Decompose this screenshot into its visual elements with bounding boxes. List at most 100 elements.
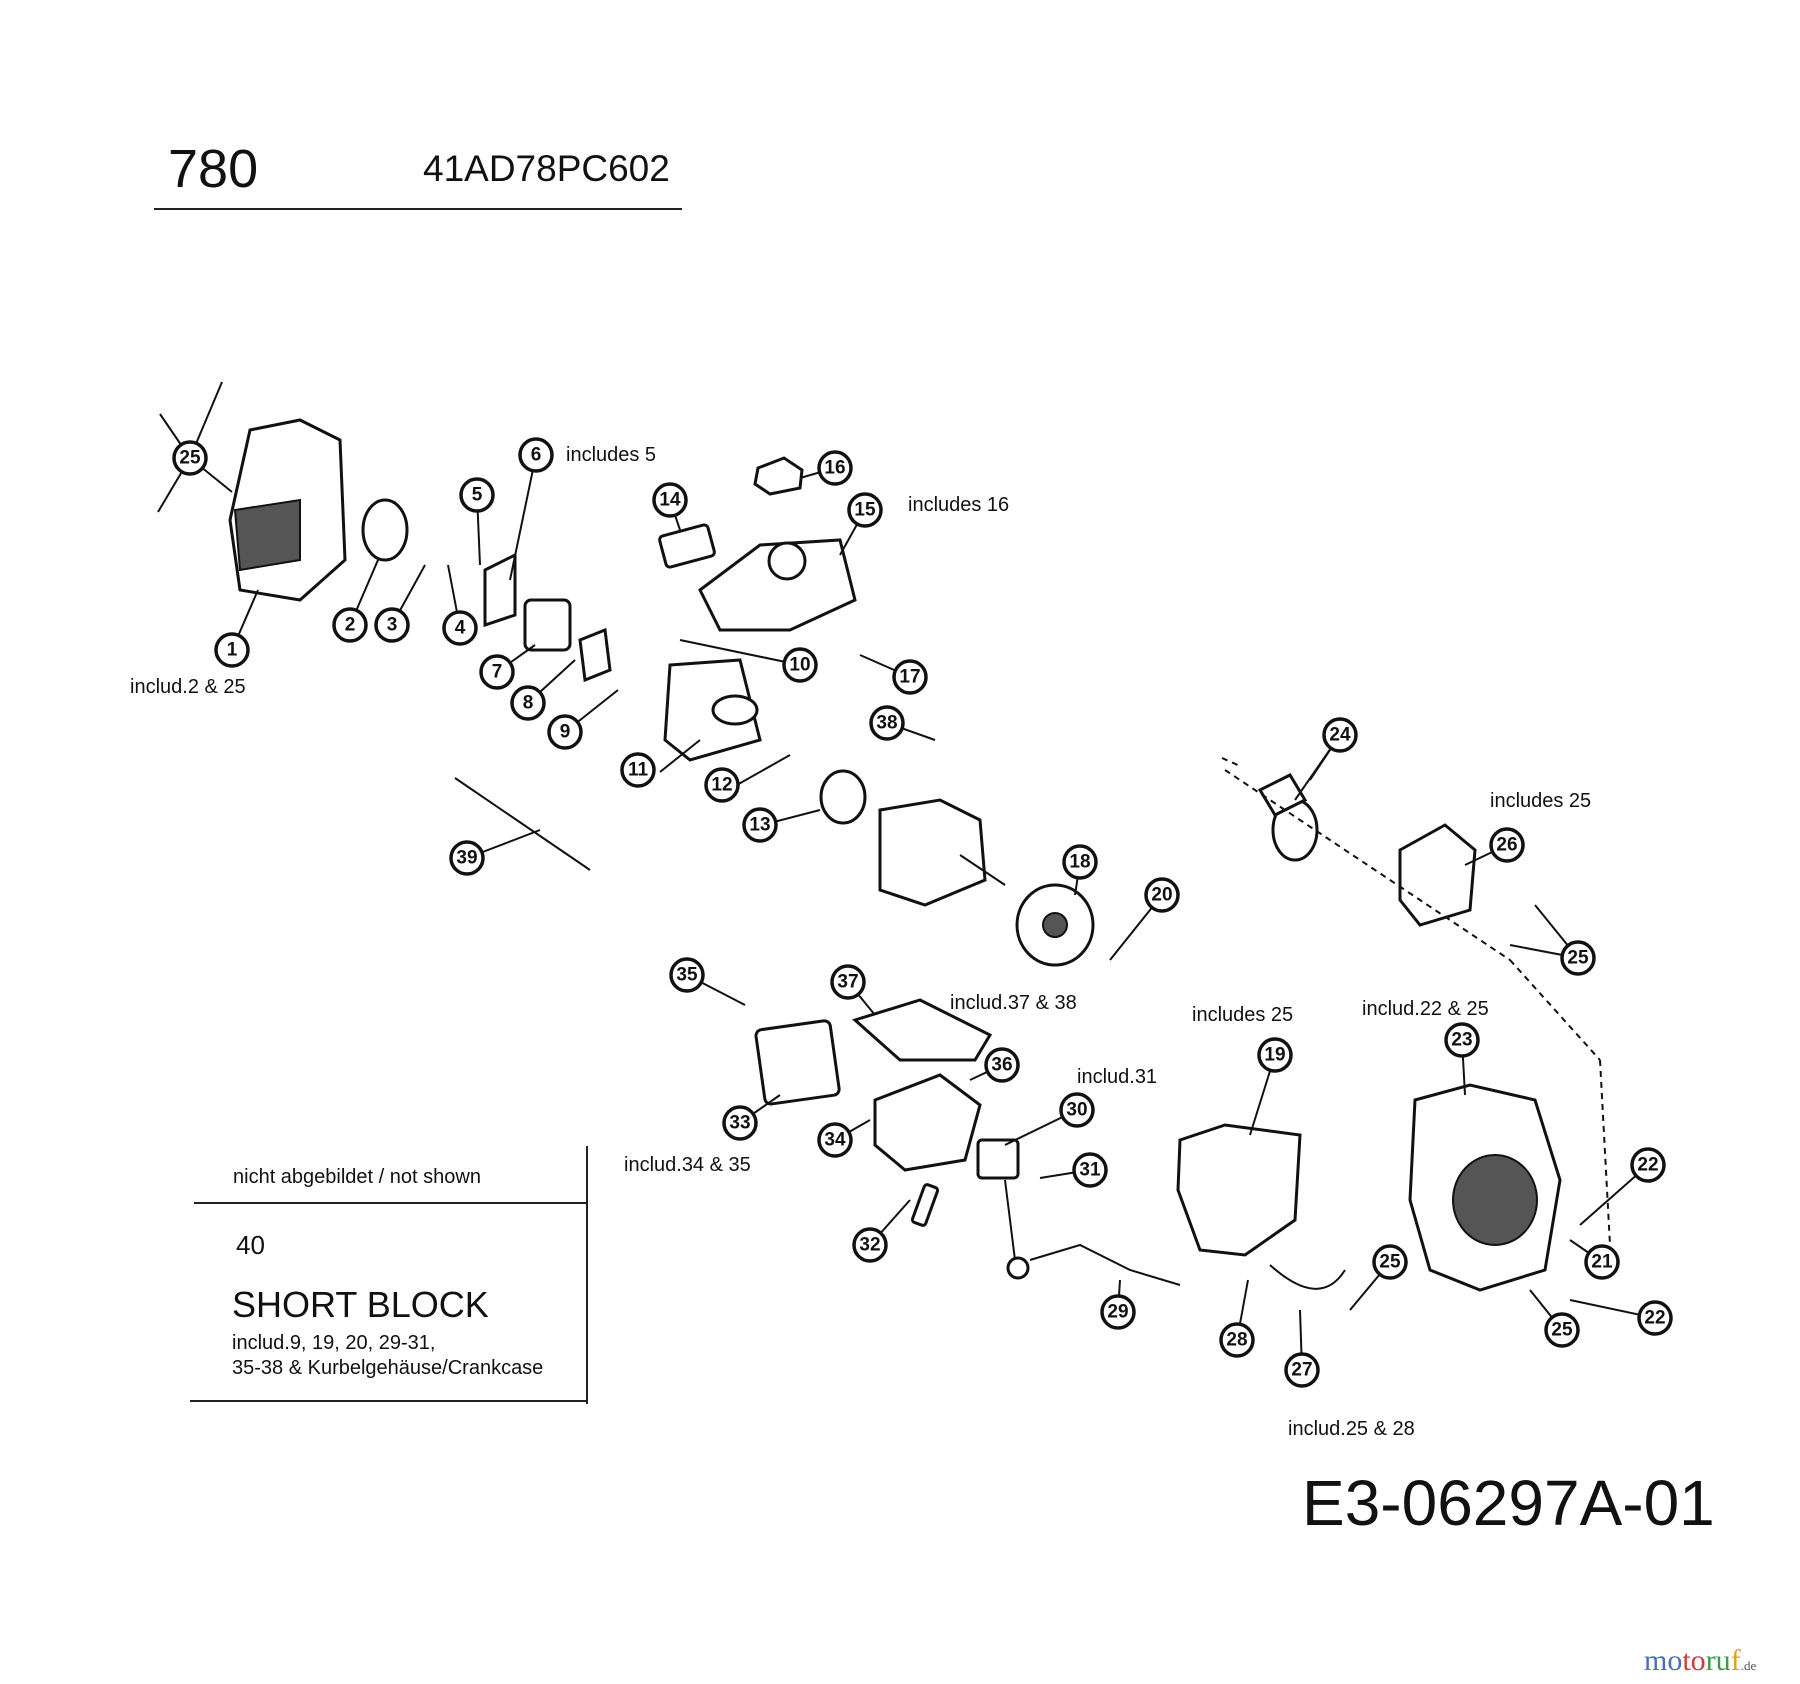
callout-circle <box>847 492 883 528</box>
callout-circle <box>669 957 705 993</box>
callout-circle <box>984 1047 1020 1083</box>
flywheel-shape <box>1015 883 1095 967</box>
callout-label: 21 <box>1591 1252 1613 1273</box>
callout-8: 8 <box>510 685 546 721</box>
callout-circle <box>852 1227 888 1263</box>
callout-label: 34 <box>824 1130 846 1151</box>
callout-circle <box>1560 940 1596 976</box>
callout-label: 6 <box>531 445 542 466</box>
callout-label: 20 <box>1151 885 1172 906</box>
callout-circle <box>704 767 740 803</box>
model-number: 780 <box>168 139 259 199</box>
callout-29: 29 <box>1100 1294 1136 1330</box>
callout-circle <box>892 659 928 695</box>
callout-label: 5 <box>472 485 483 506</box>
starter-housing-shape <box>1408 1083 1562 1292</box>
o-ring-shape <box>819 769 867 825</box>
note-includes-5: includes 5 <box>566 444 657 466</box>
callout-label: 25 <box>179 448 201 469</box>
callout-35: 35 <box>669 957 705 993</box>
callout-36: 36 <box>984 1047 1020 1083</box>
callout-circle <box>1322 717 1358 753</box>
callout-4: 4 <box>442 610 478 646</box>
filter-element-shape <box>658 523 716 569</box>
callout-15: 15 <box>847 492 883 528</box>
callout-label: 27 <box>1291 1360 1312 1381</box>
callout-11: 11 <box>620 752 656 788</box>
fuel-line-shape <box>1269 1264 1346 1290</box>
callout-circle <box>332 607 368 643</box>
callout-circle <box>1444 1022 1480 1058</box>
watermark-suffix: .de <box>1740 1658 1757 1673</box>
callout-circle <box>449 840 485 876</box>
callout-label: 35 <box>676 965 698 986</box>
callout-label: 25 <box>1567 948 1589 969</box>
callout-19: 19 <box>1257 1037 1293 1073</box>
callout-circle <box>782 647 818 683</box>
note-includes-16: includes 16 <box>908 494 1010 516</box>
callout-circle <box>1372 1244 1408 1280</box>
callout-label: 14 <box>659 490 681 511</box>
callout-circle <box>1100 1294 1136 1330</box>
callout-circle <box>547 714 583 750</box>
part-number: 41AD78PC602 <box>423 148 670 189</box>
spark-plug-shape <box>910 1183 940 1227</box>
crankcase-housing-shape <box>228 418 347 602</box>
legend-title: SHORT BLOCK <box>232 1284 489 1325</box>
callout-25: 25 <box>1560 940 1596 976</box>
callout-circle <box>1257 1037 1293 1073</box>
seal-ring-shape <box>361 498 409 562</box>
callout-label: 2 <box>345 615 356 636</box>
callout-circle <box>1284 1352 1320 1388</box>
callout-label: 25 <box>1551 1320 1573 1341</box>
callout-circle <box>830 964 866 1000</box>
legend-part-number: 40 <box>236 1230 265 1260</box>
drawing-number: E3-06297A-01 <box>1302 1467 1715 1539</box>
callout-label: 39 <box>456 848 477 869</box>
note-includ-37-38: includ.37 & 38 <box>950 992 1077 1014</box>
callout-38: 38 <box>869 705 905 741</box>
callout-label: 37 <box>837 972 858 993</box>
callout-22: 22 <box>1637 1300 1673 1336</box>
watermark-logo: motoruf.de <box>1644 1644 1756 1678</box>
callout-label: 3 <box>387 615 398 636</box>
callout-label: 10 <box>789 655 810 676</box>
callout-label: 22 <box>1644 1308 1665 1329</box>
callout-label: 18 <box>1069 852 1090 873</box>
callout-circle <box>1544 1312 1580 1348</box>
callout-label: 12 <box>711 775 732 796</box>
callout-27: 27 <box>1284 1352 1320 1388</box>
air-filter-shape <box>663 658 762 762</box>
callout-9: 9 <box>547 714 583 750</box>
callout-18: 18 <box>1062 844 1098 880</box>
callout-circle <box>518 437 554 473</box>
callout-circle <box>869 705 905 741</box>
callout-32: 32 <box>852 1227 888 1263</box>
callout-label: 19 <box>1264 1045 1285 1066</box>
legend-includes-line-2: 35-38 & Kurbelgehäuse/Crankcase <box>232 1357 544 1379</box>
callout-label: 31 <box>1079 1160 1101 1181</box>
callout-21: 21 <box>1584 1244 1620 1280</box>
callout-circle <box>1219 1322 1255 1358</box>
callout-label: 38 <box>876 713 897 734</box>
ignition-coil-shape <box>976 1138 1030 1280</box>
fuel-cap-shape <box>753 456 804 496</box>
title-underline <box>154 208 682 210</box>
callout-circle <box>620 752 656 788</box>
callout-30: 30 <box>1059 1092 1095 1128</box>
callout-label: 24 <box>1329 725 1351 746</box>
callout-circle <box>817 450 853 486</box>
callout-circle <box>172 440 208 476</box>
callout-circle <box>742 807 778 843</box>
watermark-part-1: mo <box>1644 1644 1683 1677</box>
note-includ-31: includ.31 <box>1077 1066 1158 1088</box>
legend-includes-line-1: includ.9, 19, 20, 29-31, <box>232 1332 436 1354</box>
callout-label: 11 <box>628 760 649 781</box>
callout-circle <box>459 477 495 513</box>
callout-label: 7 <box>492 662 503 683</box>
callout-22: 22 <box>1630 1147 1666 1183</box>
callout-circle <box>722 1105 758 1141</box>
